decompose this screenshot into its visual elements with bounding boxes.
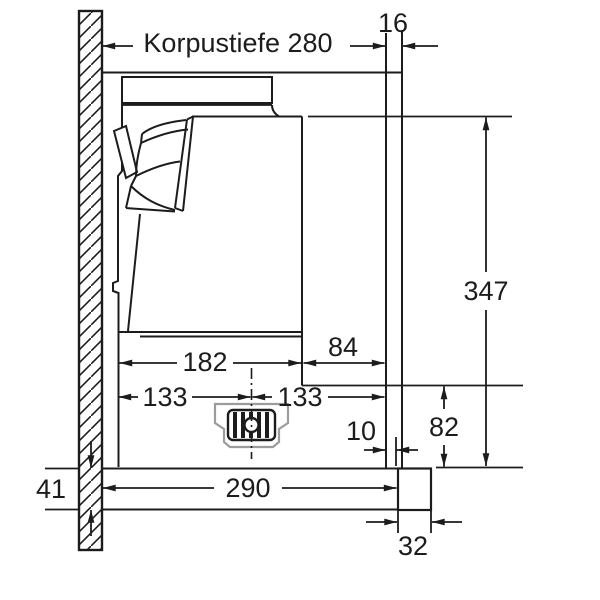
dim-32-label: 32 [398,531,428,561]
dimension-body-depth-182: 182 [119,347,302,377]
dim-korpustiefe-label: Korpustiefe 280 [143,28,332,58]
flap-bottom-curve [130,185,176,211]
dim-84-label: 84 [328,332,358,362]
flap-vane-3 [135,160,181,177]
dim-41-label: 41 [36,474,66,504]
extension-lines [45,115,523,533]
dim-133-right-label: 133 [277,382,322,412]
dimension-handle-depth-32: 32 [366,518,462,561]
wall-section [77,9,104,552]
dimension-center-right-133: 133 [252,382,385,412]
flap-door-inner-edge [174,119,188,209]
dimension-korpustiefe: Korpustiefe 280 [102,28,386,58]
flap-vane-3-edge [130,175,137,187]
body-back-edge [112,104,123,467]
visor-section [102,467,433,512]
dimension-visor-height-41: 41 [36,441,95,536]
handle-strip [396,467,433,512]
flap-vane-2-edge [135,142,142,177]
damper-flaps [112,115,194,213]
dimension-front-panel-16: 16 [378,8,438,50]
dim-290-label: 290 [225,473,270,503]
blower-outlet [213,368,290,459]
flap-vane-1 [141,119,187,135]
dim-10-label: 10 [346,416,376,446]
dim-16-label: 16 [378,8,408,38]
dim-133-left-label: 133 [142,382,187,412]
dimension-total-height-347: 347 [463,117,509,467]
duct-housing-box [121,76,273,104]
dim-347-label: 347 [463,276,508,306]
hood-body [112,76,303,467]
flap-vane-2 [140,128,189,144]
housing-step [271,104,280,118]
dim-182-label: 182 [182,347,227,377]
wall-hatch [77,9,104,552]
body-inner-slant-edge [127,213,141,332]
dimension-front-clearance-10: 10 [346,416,418,454]
flap-door-outer-edge [182,116,194,212]
dimension-pullout-84: 84 [303,332,385,367]
flap-bottom-edge [125,185,176,213]
flap-vane-1-edge [140,133,143,144]
dimension-visor-depth-290: 290 [102,473,397,503]
dim-82-label: 82 [429,412,459,442]
flap-strip [112,124,139,180]
cabinet-outline [102,30,403,468]
dimension-lower-height-82: 82 [429,386,459,467]
dimension-center-left-133: 133 [118,382,251,412]
flap-door-caps [174,115,194,212]
